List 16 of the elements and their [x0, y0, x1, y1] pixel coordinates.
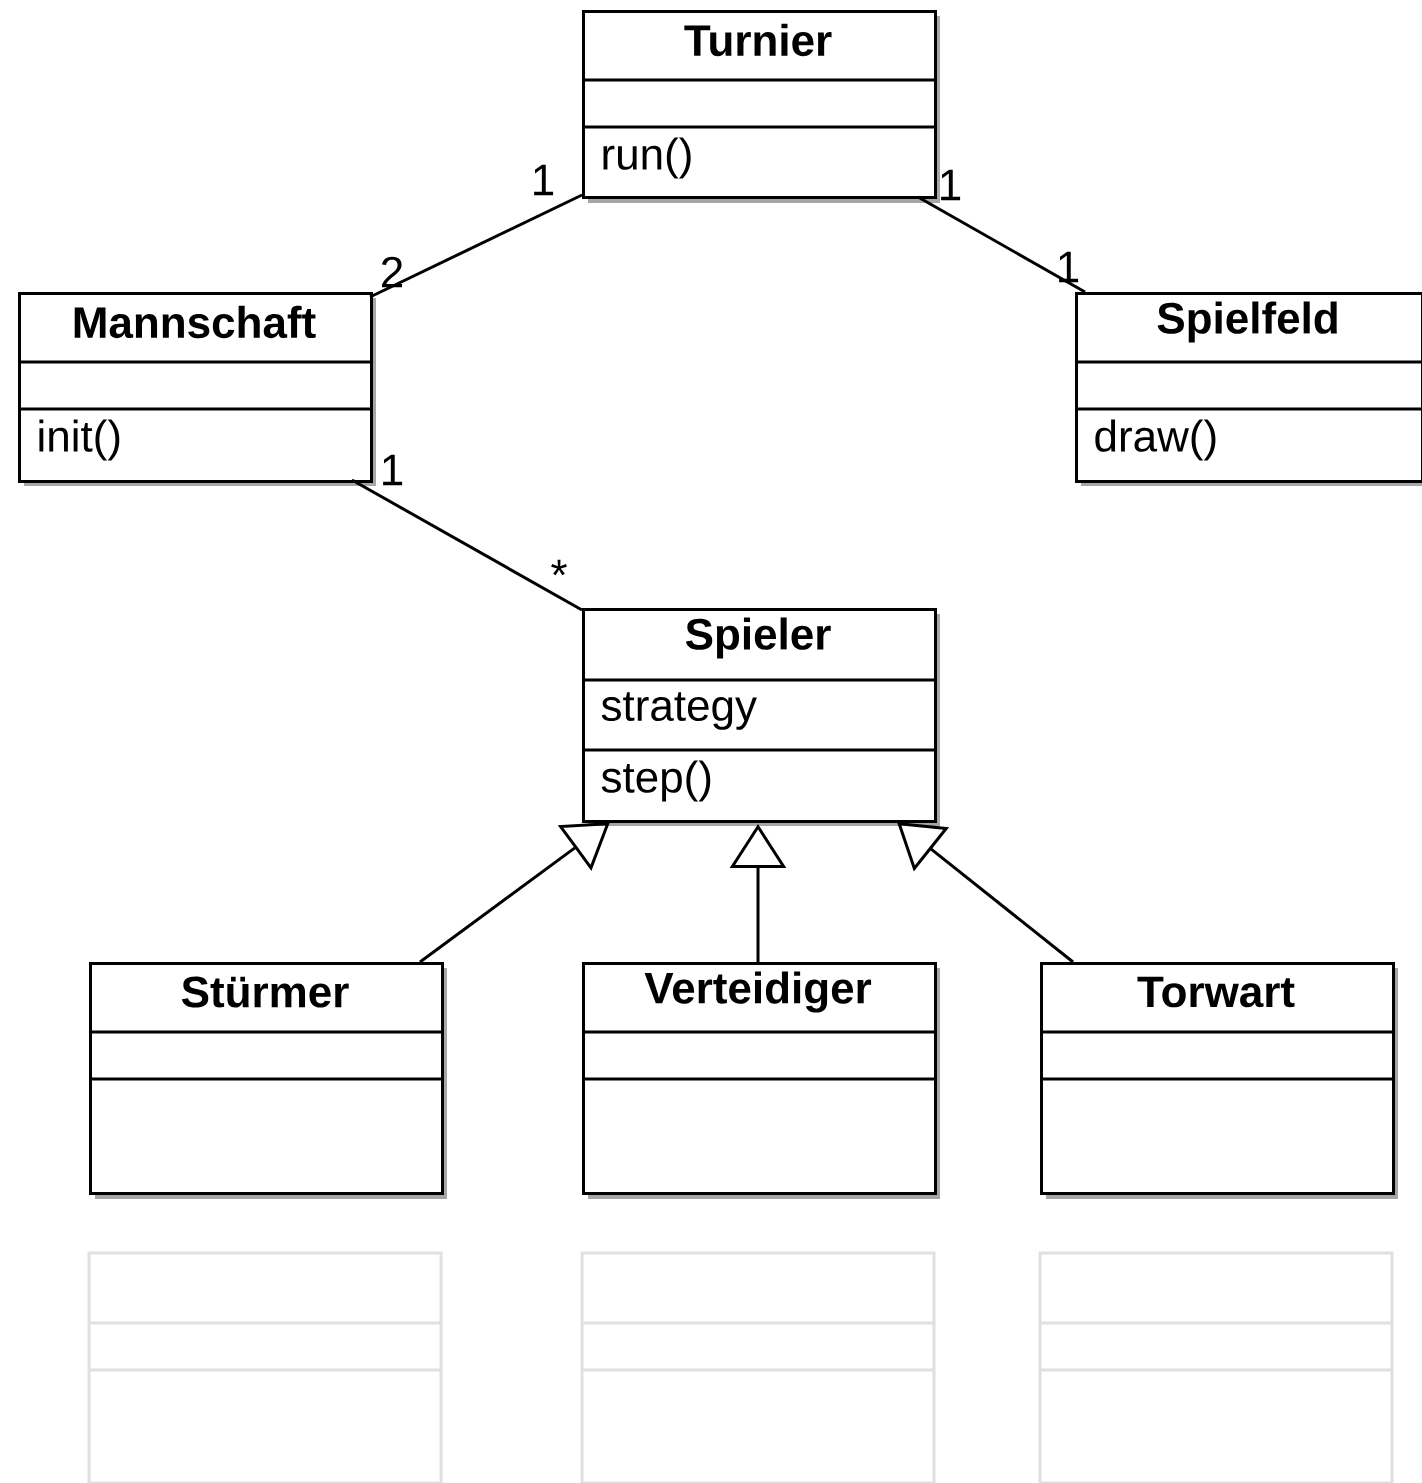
class-box: Torwart [1040, 962, 1398, 1199]
association-line [917, 195, 1086, 294]
multiplicity: 1 [534, 164, 554, 196]
class-box: Verteidiger [582, 962, 940, 1199]
association-line [351, 478, 583, 612]
class-box: Spieler strategy step() [582, 608, 940, 826]
class-box: Mannschaft init() [18, 292, 376, 486]
multiplicity: 1 [941, 169, 961, 201]
class-box: Spielfeld draw() [1075, 292, 1422, 486]
multiplicity: 1 [383, 454, 403, 486]
class-box: Turnier run() [582, 10, 940, 203]
multiplicity: * [551, 559, 567, 576]
inheritance-arrow [419, 822, 610, 964]
inheritance-arrow [897, 822, 1074, 964]
class-box: Stürmer [89, 962, 447, 1199]
association-line [369, 193, 583, 299]
